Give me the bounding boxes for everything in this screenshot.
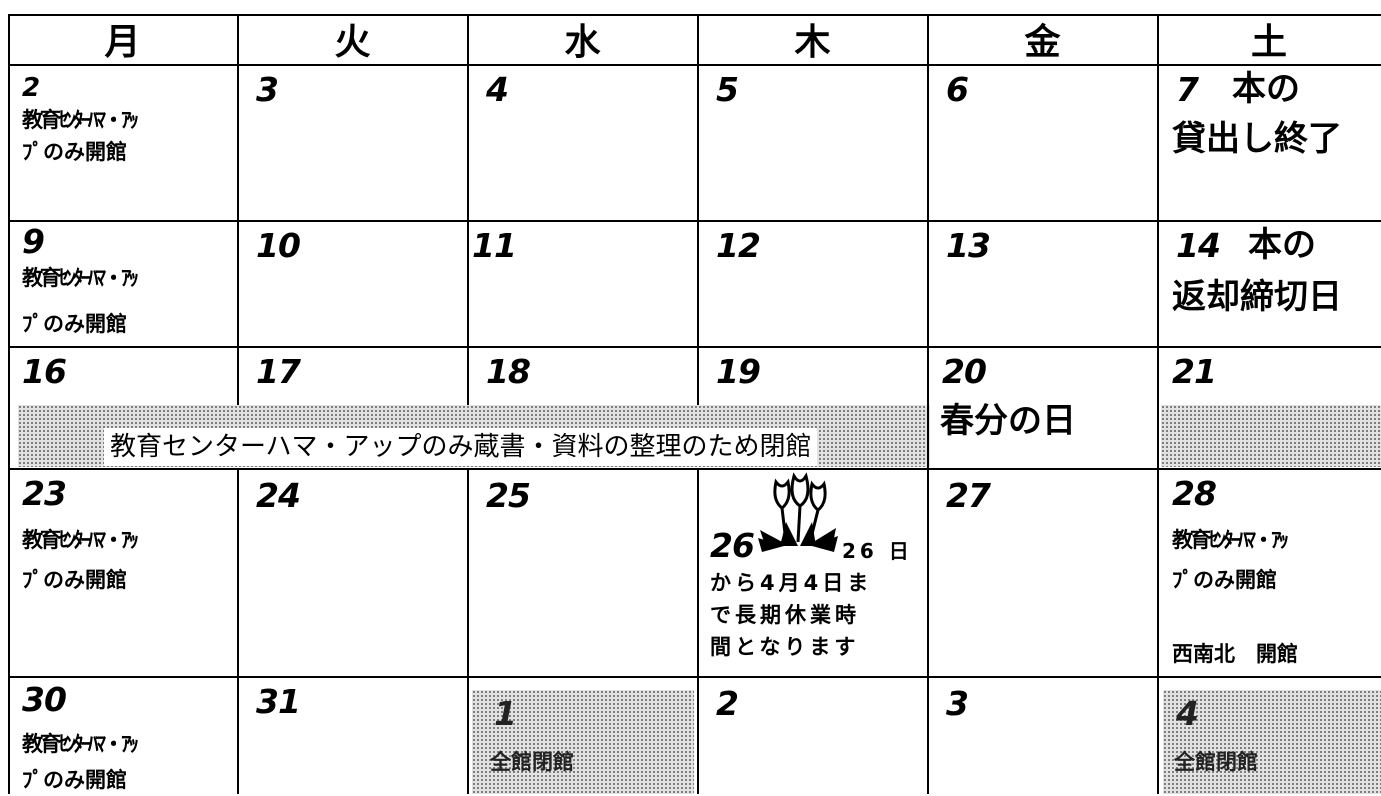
march-calendar: 月 火 水 木 金 土 2 教育ｾﾝﾀｰﾊﾏ・ｱｯ ﾌﾟのみ開館 3 4 5 6… (8, 14, 1381, 794)
day-note: 貸出し終了 (1172, 119, 1342, 159)
grid-line (8, 64, 1381, 66)
day-number: 31 (256, 682, 301, 721)
day-note: で長期休業時 (710, 603, 860, 627)
day-number: 18 (486, 352, 531, 391)
day-note: 教育ｾﾝﾀｰﾊﾏ・ｱｯ (22, 732, 139, 756)
day-number: 17 (256, 352, 301, 391)
day-note: から4月4日ま (710, 571, 873, 595)
closure-banner-text: 教育センターハマ・アップのみ蔵書・資料の整理のため閉館 (104, 428, 818, 466)
grid-line (8, 220, 1381, 222)
sat-4-shade (1163, 690, 1381, 794)
grid-line (8, 14, 10, 794)
holiday-label: 春分の日 (940, 401, 1076, 441)
day-number: 24 (256, 476, 301, 515)
day-number: 3 (256, 70, 279, 109)
day-note: 26 日 (842, 539, 913, 563)
weekday-thu: 木 (794, 22, 832, 63)
grid-line (467, 14, 469, 405)
grid-line (467, 468, 469, 794)
tulip-icon (758, 472, 838, 552)
day-number: 10 (256, 226, 301, 265)
day-number: 20 (942, 352, 987, 391)
day-number: 27 (946, 476, 991, 515)
day-number: 13 (946, 226, 991, 265)
day-note: 教育ｾﾝﾀｰﾊﾏ・ｱｯ (22, 528, 139, 552)
day-note: 返却締切日 (1172, 277, 1342, 317)
day-note: 教育ｾﾝﾀｰﾊﾏ・ｱｯ (22, 266, 139, 290)
day-number: 23 (22, 474, 67, 513)
day-number: 16 (22, 352, 67, 391)
wed-1-shade (472, 690, 694, 794)
grid-line (1157, 14, 1159, 794)
day-number: 4 (1176, 694, 1199, 733)
grid-line (237, 14, 239, 405)
day-note: 本の (1232, 69, 1300, 109)
weekday-mon: 月 (104, 22, 142, 63)
day-number: 5 (716, 70, 739, 109)
day-note: ﾌﾟのみ開館 (22, 140, 127, 164)
day-note: 本の (1248, 225, 1316, 265)
day-number: 12 (716, 226, 761, 265)
day-number: 30 (22, 680, 67, 719)
grid-line (8, 14, 1381, 16)
day-number: 7 (1176, 70, 1199, 109)
closed-label: 全館閉館 (490, 750, 574, 774)
weekday-fri: 金 (1024, 22, 1062, 63)
grid-line (8, 346, 1381, 348)
day-number: 2 (716, 684, 739, 723)
day-note: ﾌﾟのみ開館 (22, 768, 127, 792)
day-number: 9 (22, 222, 45, 261)
day-number: 19 (716, 352, 761, 391)
day-note: ﾌﾟのみ開館 (22, 568, 127, 592)
day-note: ﾌﾟのみ開館 (1172, 568, 1277, 592)
day-number: 28 (1172, 474, 1217, 513)
day-number: 3 (946, 684, 969, 723)
weekday-sat: 土 (1250, 22, 1288, 63)
grid-line (237, 468, 239, 794)
weekday-wed: 水 (564, 22, 602, 63)
grid-line (697, 468, 699, 794)
closed-label: 全館閉館 (1174, 750, 1258, 774)
day-number: 25 (486, 476, 531, 515)
day-number: 21 (1172, 352, 1217, 391)
grid-line (927, 14, 929, 794)
day-number: 6 (946, 70, 969, 109)
day-number: 4 (486, 70, 509, 109)
weekday-tue: 火 (334, 22, 372, 63)
day-number: 1 (494, 694, 517, 733)
day-number: 11 (472, 226, 517, 265)
day-number: 2 (22, 73, 40, 103)
day-number: 26 (710, 526, 755, 565)
day-note: 間となります (710, 635, 860, 659)
grid-line (697, 14, 699, 405)
day-note: 教育ｾﾝﾀｰﾊﾏ・ｱｯ (22, 108, 139, 132)
day-note: ﾌﾟのみ開館 (22, 312, 127, 336)
day-note: 教育ｾﾝﾀｰﾊﾏ・ｱｯ (1172, 528, 1289, 552)
grid-line (8, 468, 1381, 470)
day-number: 14 (1176, 226, 1221, 265)
day-note: 西南北 開館 (1172, 642, 1298, 666)
sat-21-shade (1161, 405, 1381, 467)
grid-line (8, 676, 1381, 678)
